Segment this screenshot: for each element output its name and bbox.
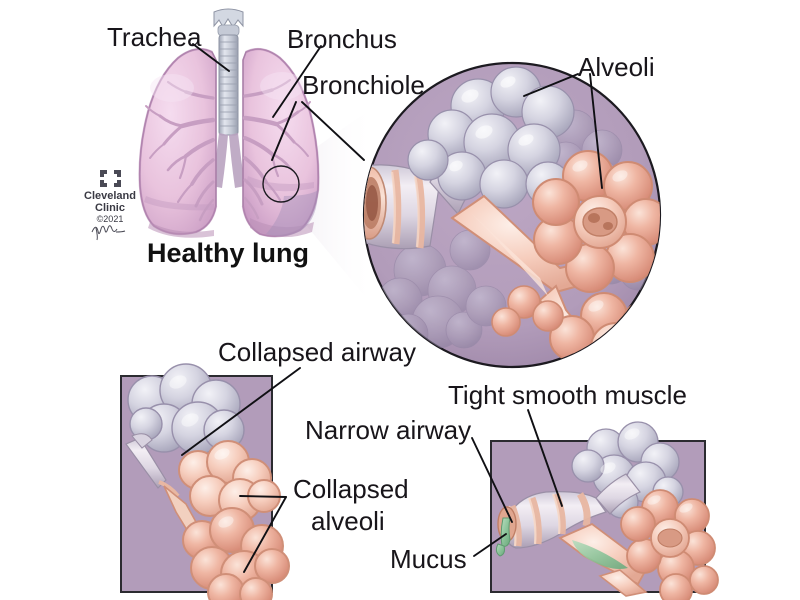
salmon-alveoli-cluster-upper <box>532 150 660 293</box>
leader-bronchiole-right <box>301 101 365 161</box>
cleveland-clinic-credit: Cleveland Clinic ©2021 <box>84 170 136 241</box>
narrow-bronchiole-tube <box>495 473 641 557</box>
label-collapsed-alveoli-line1: Collapsed <box>293 474 409 504</box>
leader-collapsed-airway <box>181 367 301 456</box>
label-collapsed-airway: Collapsed airway <box>218 337 416 367</box>
leader-bronchiole-left <box>271 101 297 161</box>
leader-trachea <box>192 43 230 72</box>
cleveland-clinic-logo-icon <box>100 170 121 187</box>
leader-narrow-airway <box>471 437 513 523</box>
collapsed-alveoli-lower <box>182 507 290 600</box>
credit-org-line1: Cleveland <box>84 190 136 202</box>
narrow-salmon-alveoli <box>620 489 719 600</box>
label-alveoli: Alveoli <box>578 52 655 82</box>
collapsed-airway-panel <box>120 363 290 600</box>
collapsed-gray-sac <box>127 363 245 455</box>
alveoli-duct-opening <box>582 207 618 237</box>
label-bronchus: Bronchus <box>287 24 397 54</box>
label-trachea: Trachea <box>107 22 202 52</box>
credit-org-line2: Clinic <box>95 202 125 214</box>
trachea-structure <box>212 8 245 188</box>
healthy-lung-diagram <box>138 8 320 238</box>
label-bronchiole: Bronchiole <box>302 70 425 100</box>
narrow-airway-panel <box>490 421 719 600</box>
narrow-lower-branch <box>558 522 650 597</box>
leader-tight-smooth-muscle <box>527 409 563 507</box>
leader-collapsed-alveoli-upper <box>239 495 287 498</box>
right-lung <box>241 47 320 238</box>
leader-lines <box>181 43 603 573</box>
credit-copyright: ©2021 <box>97 214 124 224</box>
left-lung <box>138 47 218 238</box>
label-healthy-lung: Healthy lung <box>147 238 309 268</box>
smooth-muscle-bands <box>508 492 591 547</box>
label-narrow-airway: Narrow airway <box>305 415 471 445</box>
salmon-alveoli-small <box>491 285 564 337</box>
label-mucus: Mucus <box>390 544 467 574</box>
bronchiole-tube <box>364 164 441 250</box>
mucus-plug <box>500 517 511 547</box>
label-collapsed-alveoli-line2: alveoli <box>311 506 385 536</box>
leader-mucus <box>473 533 507 557</box>
zoom-marker-circle <box>262 165 300 203</box>
illustrator-signature-icon <box>91 225 126 241</box>
leader-alveoli-salmon <box>589 73 603 189</box>
leader-collapsed-alveoli-lower <box>243 496 287 573</box>
label-tight-smooth-muscle: Tight smooth muscle <box>448 380 687 410</box>
leader-alveoli-gray <box>523 73 579 97</box>
leader-bronchus <box>272 45 322 118</box>
